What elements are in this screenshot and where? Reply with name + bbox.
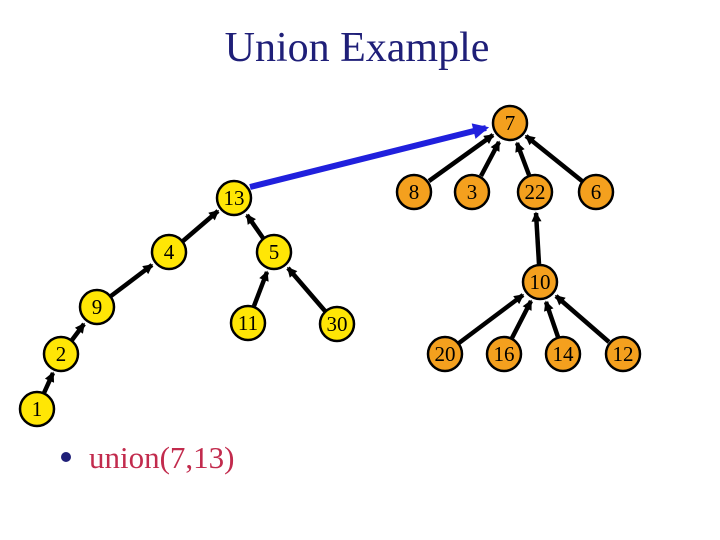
node-8: 8 (395, 173, 433, 211)
node-circle (395, 173, 433, 211)
node-4: 4 (150, 233, 188, 271)
node-5-label: 5 (269, 240, 280, 264)
edge-12-to-10 (554, 294, 611, 344)
node-11-label: 11 (238, 311, 258, 335)
node-circle (516, 173, 554, 211)
edge-3-to-7 (479, 140, 501, 178)
node-30-label: 30 (327, 312, 348, 336)
edge-2-to-9 (70, 322, 86, 342)
orange-tree-edges (427, 133, 611, 345)
node-7-label: 7 (505, 111, 516, 135)
edge-14-to-10 (543, 300, 561, 338)
node-circle (577, 173, 615, 211)
edge-5-to-13 (245, 213, 265, 240)
node-14-label: 14 (553, 342, 575, 366)
node-circle (318, 305, 356, 343)
node-12: 12 (604, 335, 642, 373)
node-9: 9 (78, 288, 116, 326)
edge-4-to-13 (181, 209, 220, 243)
node-circle (42, 335, 80, 373)
node-22-label: 22 (525, 180, 546, 204)
edge-9-to-4 (109, 263, 154, 298)
node-circle (78, 288, 116, 326)
union-arrow-13-to-7 (249, 123, 490, 190)
bullet-dot-icon (61, 452, 71, 462)
edge-20-to-10 (457, 293, 525, 345)
edge-16-to-10 (509, 299, 534, 340)
node-circle (18, 390, 56, 428)
node-3-label: 3 (467, 180, 478, 204)
node-13-label: 13 (224, 186, 245, 210)
node-4-label: 4 (164, 240, 175, 264)
node-circle (604, 335, 642, 373)
node-circle (453, 173, 491, 211)
page-title: Union Example (224, 25, 490, 71)
yellow-tree-edges (41, 209, 327, 394)
node-22: 22 (516, 173, 554, 211)
node-9-label: 9 (92, 295, 103, 319)
node-circle (544, 335, 582, 373)
node-circle (255, 233, 293, 271)
node-1-label: 1 (32, 397, 43, 421)
node-2: 2 (42, 335, 80, 373)
edge-22-to-7 (514, 141, 532, 176)
node-14: 14 (544, 335, 582, 373)
node-8-label: 8 (409, 180, 420, 204)
node-12-label: 12 (613, 342, 634, 366)
node-11: 11 (229, 304, 267, 342)
node-20: 20 (426, 335, 464, 373)
node-13: 13 (215, 179, 253, 217)
node-16-label: 16 (494, 342, 515, 366)
node-2-label: 2 (56, 342, 67, 366)
node-circle (229, 304, 267, 342)
edge-30-to-5 (286, 266, 327, 313)
node-16: 16 (485, 335, 523, 373)
node-10: 10 (521, 263, 559, 301)
node-20-label: 20 (435, 342, 456, 366)
node-6: 6 (577, 173, 615, 211)
node-1: 1 (18, 390, 56, 428)
node-circle (521, 263, 559, 301)
node-3: 3 (453, 173, 491, 211)
union-call-text: union(7,13) (89, 440, 235, 475)
edge-8-to-7 (427, 133, 495, 183)
edge-1-to-2 (41, 371, 56, 394)
node-circle (485, 335, 523, 373)
node-circle (491, 104, 529, 142)
node-7: 7 (491, 104, 529, 142)
node-circle (215, 179, 253, 217)
node-30: 30 (318, 305, 356, 343)
node-circle (426, 335, 464, 373)
node-10-label: 10 (530, 270, 551, 294)
edge-11-to-5 (251, 270, 270, 307)
node-6-label: 6 (591, 180, 602, 204)
edge-10-to-22 (531, 211, 542, 265)
node-circle (150, 233, 188, 271)
node-5: 5 (255, 233, 293, 271)
edge-6-to-7 (524, 134, 584, 183)
